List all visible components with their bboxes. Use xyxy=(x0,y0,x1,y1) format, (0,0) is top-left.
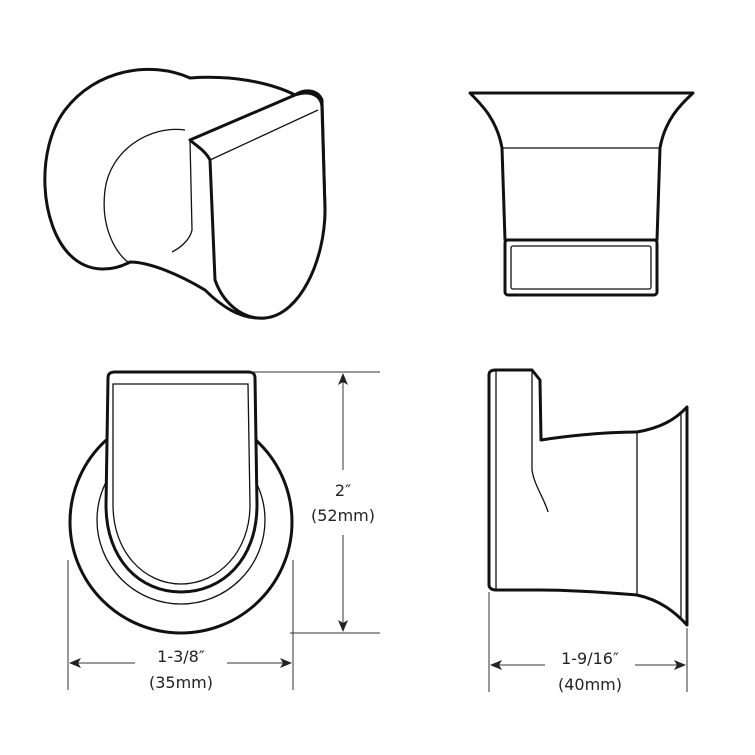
top-view xyxy=(468,91,695,297)
height-imperial: 2″ xyxy=(335,481,351,500)
height-metric: (52mm) xyxy=(311,506,375,525)
width-imperial: 1-3/8″ xyxy=(157,647,205,666)
front-view xyxy=(67,370,380,690)
depth-metric: (40mm) xyxy=(558,675,622,694)
side-view xyxy=(487,368,689,692)
width-metric: (35mm) xyxy=(149,673,213,692)
isometric-view xyxy=(43,67,327,320)
depth-imperial: 1-9/16″ xyxy=(561,649,619,668)
